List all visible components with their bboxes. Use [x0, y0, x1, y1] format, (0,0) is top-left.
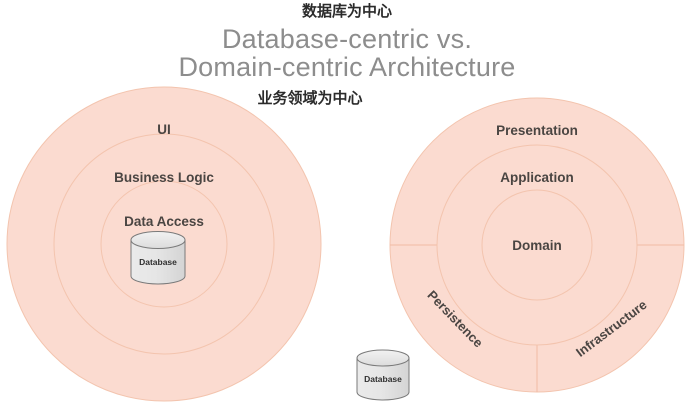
ring-label-business-logic: Business Logic [114, 170, 214, 185]
database-cylinder-label: Database [139, 257, 177, 267]
ring-label-presentation: Presentation [496, 123, 578, 138]
ring-label-application: Application [500, 170, 574, 185]
title-line-2: Domain-centric Architecture [178, 52, 515, 82]
annotation-top: 数据库为中心 [302, 2, 392, 20]
database-centric-diagram: UI Business Logic Data Access Database [6, 86, 322, 402]
ring-domain [481, 189, 593, 301]
ring-label-data-access: Data Access [124, 214, 204, 229]
database-cylinder-center: Database [130, 231, 186, 285]
annotation-bottom: 业务领域为中心 [257, 89, 362, 107]
database-cylinder-bottom: Database [356, 349, 410, 401]
domain-centric-diagram: Presentation Application Domain Persiste… [389, 97, 685, 393]
ring-label-domain: Domain [512, 238, 562, 253]
database-cylinder-bottom-label: Database [364, 374, 402, 384]
title-line-1: Database-centric vs. [222, 24, 472, 54]
ring-label-ui: UI [157, 122, 171, 137]
